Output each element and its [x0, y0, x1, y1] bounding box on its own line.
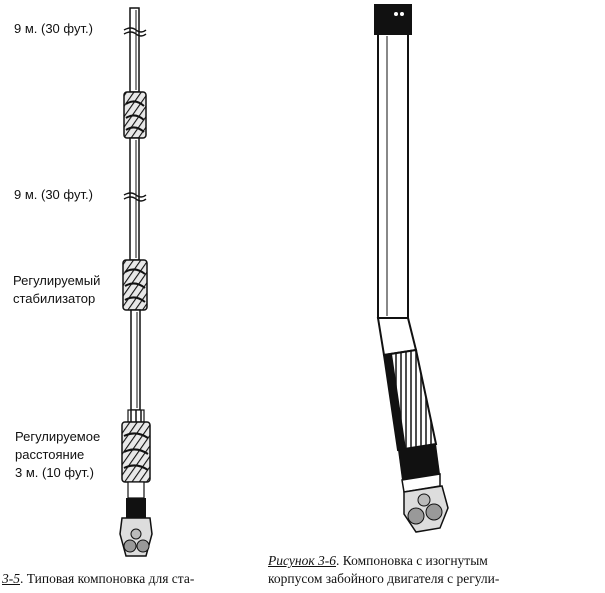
distance-label-line3: 3 м. (10 фут.) — [15, 465, 94, 480]
length-label-2: 9 м. (30 фут.) — [14, 187, 93, 202]
length-label-1: 9 м. (30 фут.) — [14, 21, 93, 36]
drill-bit-right — [403, 485, 449, 533]
drill-bit-left — [119, 517, 153, 557]
right-drill-string — [374, 4, 449, 533]
top-sub — [374, 4, 412, 34]
bearing-section — [398, 444, 440, 480]
distance-label-line1: Регулируемое — [15, 429, 101, 444]
bit-sub — [127, 481, 145, 499]
pipe-break-1 — [123, 27, 147, 33]
motor-housing-upper — [377, 33, 409, 319]
right-figure-ref: Рисунок 3-6 — [268, 553, 337, 568]
stabilizer-1 — [123, 91, 147, 139]
right-figure-caption-line2: корпусом забойного двигателя с регули- — [268, 571, 500, 586]
distance-label-line2: расстояние — [15, 447, 85, 462]
pipe-section-middle — [129, 137, 140, 261]
bent-housing — [376, 317, 418, 357]
pipe-section-top — [129, 7, 140, 93]
left-figure-ref: 3-5 — [2, 571, 20, 586]
stabilizer-label-line2: стабилизатор — [13, 291, 96, 306]
near-bit-stabilizer — [121, 421, 151, 483]
left-figure-caption: 3-5. Типовая компоновка для ста- — [2, 570, 194, 588]
right-caption-line1-text: . Компоновка с изогнутым — [336, 553, 488, 568]
adjustable-stabilizer — [122, 259, 148, 311]
right-figure-caption-line1: Рисунок 3-6. Компоновка с изогнутым — [268, 552, 488, 570]
stabilizer-label-line1: Регулируемый — [13, 273, 101, 288]
pipe-break-2 — [123, 192, 147, 198]
pipe-collar — [127, 409, 145, 423]
left-drill-string — [119, 7, 153, 557]
pipe-section-lower — [130, 309, 141, 411]
left-caption-text: . Типовая компоновка для ста- — [20, 571, 195, 586]
